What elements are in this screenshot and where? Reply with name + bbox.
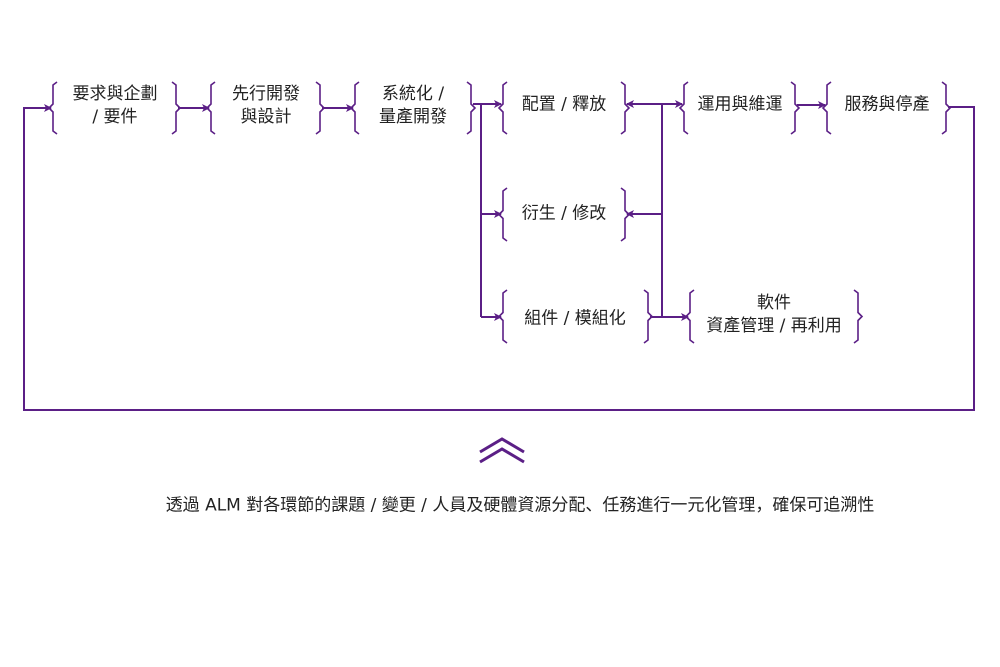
brace-right-asset-reuse xyxy=(853,289,864,344)
stage-pre-development: 先行開發與設計 xyxy=(232,84,300,127)
stage-operation: 運用與維運 xyxy=(697,94,783,115)
brace-left-service-end xyxy=(821,81,832,135)
feedback-loop xyxy=(23,104,975,411)
brace-right-release xyxy=(620,81,631,135)
double-chevron-up-icon xyxy=(479,437,525,464)
stage-service-end: 服務與停產 xyxy=(844,94,930,115)
stage-requirements: 要求與企劃/ 要件 xyxy=(72,84,158,127)
stage-asset-reuse: 軟件資產管理 / 再利用 xyxy=(706,293,842,336)
brace-left-operation xyxy=(678,81,689,135)
caption: 透過 ALM 對各環節的課題 / 變更 / 人員及硬體資源分配、任務進行一元化管… xyxy=(165,495,875,516)
stage-derivation: 衍生 / 修改 xyxy=(521,203,607,224)
brace-right-systemization xyxy=(466,81,477,135)
brace-right-operation xyxy=(790,81,801,135)
stage-modularization: 組件 / 模組化 xyxy=(524,308,626,329)
brace-left-release xyxy=(497,81,508,135)
stage-systemization: 系統化 /量產開發 xyxy=(379,84,447,127)
stage-release: 配置 / 釋放 xyxy=(521,94,607,115)
